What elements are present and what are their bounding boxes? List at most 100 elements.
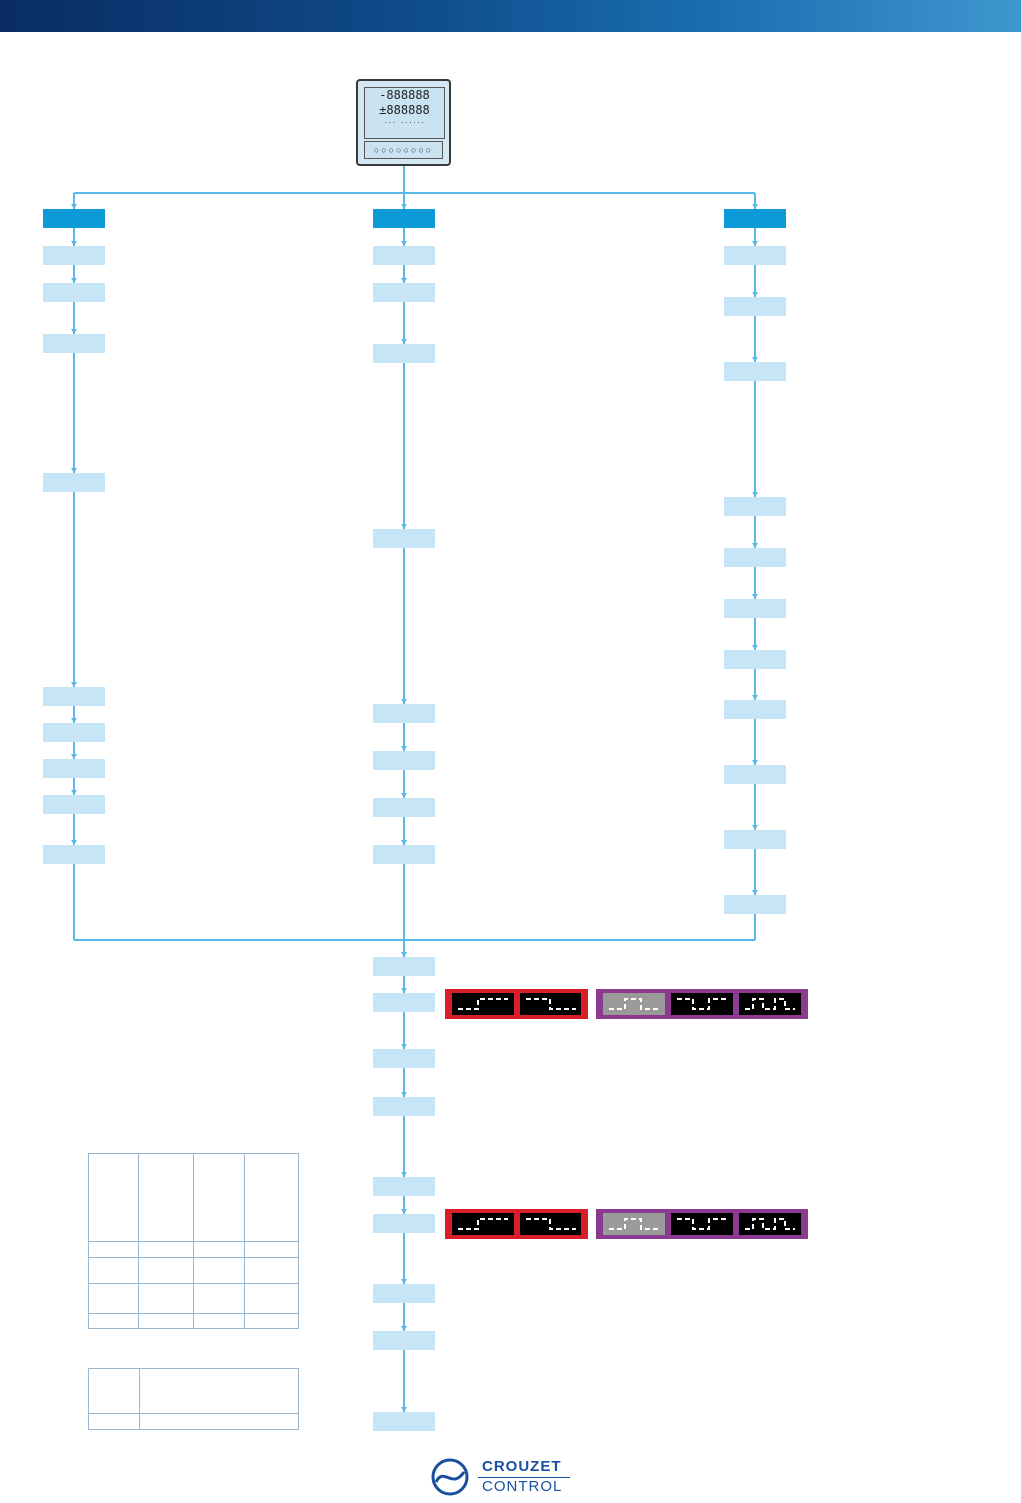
arrow-head-icon [401,1326,407,1331]
arrow-head-icon [752,890,758,895]
arrow-head-icon [401,699,407,704]
arrow-head-icon [71,840,77,845]
center-step-1 [373,209,435,228]
arrow-head-icon [71,718,77,723]
arrow-head-icon [401,840,407,845]
arrow-head-icon [71,241,77,246]
left-step-1 [43,209,105,228]
left-step-8 [43,759,105,778]
center-step-9 [373,845,435,864]
center-step-7 [373,751,435,770]
main-step-7 [373,1284,435,1303]
signal-group-red-1 [445,989,588,1019]
arrow-head-icon [752,292,758,297]
right-step-4 [724,362,786,381]
arrow-head-icon [401,1044,407,1049]
arrow-head-icon [71,754,77,759]
crouzet-control-logo: CROUZET CONTROL [430,1456,575,1498]
specification-table [87,1153,300,1329]
left-step-10 [43,845,105,864]
center-step-2 [373,246,435,265]
main-step-8 [373,1331,435,1350]
arrow-head-icon [401,1209,407,1214]
arrow-head-icon [71,278,77,283]
main-step-2 [373,993,435,1012]
arrow-head-icon [401,1407,407,1412]
main-step-1 [373,957,435,976]
right-step-8 [724,650,786,669]
header-bar [0,0,1021,32]
arrow-head-icon [401,746,407,751]
right-step-10 [724,765,786,784]
arrow-head-icon [71,329,77,334]
right-step-12 [724,895,786,914]
main-step-4 [373,1097,435,1116]
arrow-head-icon [752,357,758,362]
device-display: -888888 ±888888 ... ...... [364,87,445,139]
signal-falling-edge [519,1213,581,1235]
main-step-5 [373,1177,435,1196]
left-step-6 [43,687,105,706]
left-step-2 [43,246,105,265]
display-line-3: ... ...... [383,118,426,125]
arrow-head-icon [401,793,407,798]
center-step-8 [373,798,435,817]
signal-inverted-pulse [671,993,733,1015]
left-step-7 [43,723,105,742]
right-step-2 [724,246,786,265]
device-keypad: ○○○○○○○○ [364,141,443,159]
left-step-9 [43,795,105,814]
arrow-head-icon [401,1092,407,1097]
right-step-7 [724,599,786,618]
left-step-5 [43,473,105,492]
signal-rising-edge [452,993,514,1015]
arrow-head-icon [752,760,758,765]
center-step-4 [373,344,435,363]
display-line-1: -888888 [379,88,430,102]
signal-pulse [603,993,665,1015]
arrow-head-icon [401,278,407,283]
logo-sub: CONTROL [482,1478,563,1495]
main-step-9 [373,1412,435,1431]
arrow-head-icon [752,543,758,548]
logo-brand: CROUZET [482,1458,562,1475]
signal-group-purple-1 [596,989,808,1019]
arrow-head-icon [71,204,77,209]
signal-falling-edge [519,993,581,1015]
center-step-3 [373,283,435,302]
arrow-head-icon [71,790,77,795]
main-step-6 [373,1214,435,1233]
right-step-3 [724,297,786,316]
left-step-4 [43,334,105,353]
arrow-head-icon [401,204,407,209]
arrow-head-icon [401,524,407,529]
right-step-1 [724,209,786,228]
right-step-6 [724,548,786,567]
signal-rising-edge [452,1213,514,1235]
right-step-11 [724,830,786,849]
arrow-head-icon [752,241,758,246]
arrow-head-icon [401,339,407,344]
arrow-head-icon [752,695,758,700]
arrow-head-icon [71,468,77,473]
signal-pulse [603,1213,665,1235]
counter-device-illustration: -888888 ±888888 ... ...... ○○○○○○○○ [356,79,451,166]
arrow-head-icon [752,492,758,497]
arrow-head-icon [752,204,758,209]
signal-group-red-2 [445,1209,588,1239]
arrow-head-icon [401,988,407,993]
signal-group-purple-2 [596,1209,808,1239]
right-step-9 [724,700,786,719]
arrow-head-icon [71,682,77,687]
left-step-3 [43,283,105,302]
center-step-5 [373,529,435,548]
logo-divider [478,1477,570,1478]
display-line-2: ±888888 [379,103,430,117]
center-step-6 [373,704,435,723]
arrow-head-icon [752,825,758,830]
arrow-head-icon [401,1172,407,1177]
arrow-head-icon [401,952,407,957]
arrow-head-icon [752,645,758,650]
arrow-head-icon [752,594,758,599]
